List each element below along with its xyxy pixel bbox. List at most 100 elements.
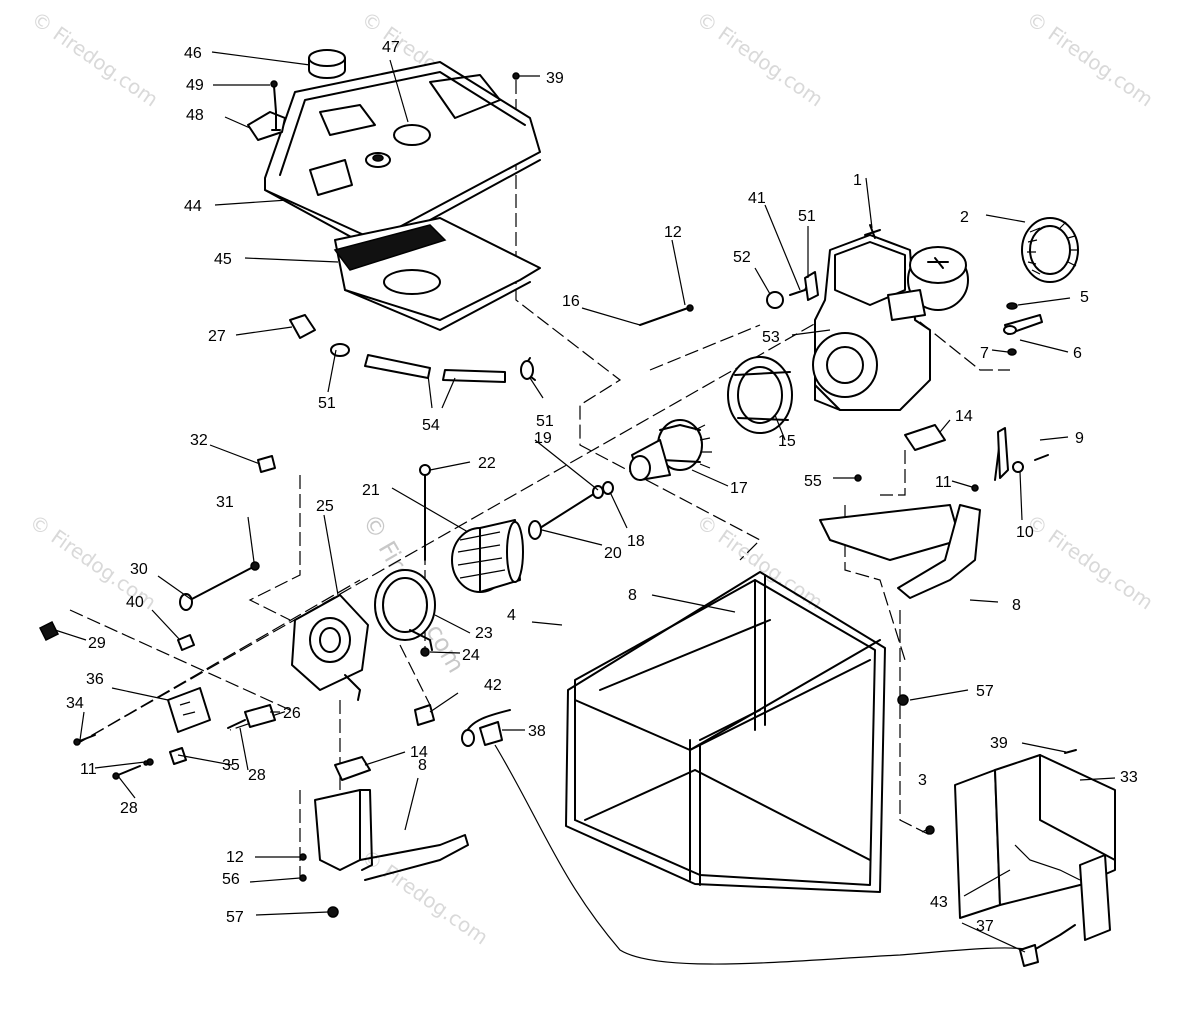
callout-11: 11 [935,474,952,491]
callout-12: 12 [226,849,244,866]
fan-housing [727,356,793,434]
callout-8: 8 [628,587,637,604]
washer [602,481,614,495]
callout-21: 21 [362,482,380,499]
callout-54: 54 [422,417,440,434]
receptacle [414,704,435,726]
fuel-tank [264,61,541,251]
callout-55: 55 [804,473,822,490]
rear-cover [167,687,211,733]
rotor [629,419,712,481]
callout-36: 36 [86,671,104,688]
callout-35: 35 [222,757,240,774]
callout-57: 57 [976,683,994,700]
callout-46: 46 [184,45,202,62]
callout-4: 4 [507,607,516,624]
through-bolt [539,489,601,529]
callout-7: 7 [980,345,989,362]
callout-57: 57 [226,909,244,926]
engine [812,224,969,411]
callout-15: 15 [778,433,796,450]
frame-foot-left [314,789,469,881]
watermark: © Firedog.com [1022,6,1158,111]
callout-28: 28 [248,767,266,784]
callout-25: 25 [316,498,334,515]
callouts: 1 2 3 4 5 6 7 8 8 8 9 10 11 11 12 12 14 … [66,39,1138,935]
nut [1006,302,1018,310]
callout-14: 14 [410,744,428,761]
stator [451,519,524,593]
callout-20: 20 [604,545,622,562]
power-cord [494,744,1031,965]
nut [250,561,260,571]
fitting [766,291,784,309]
callout-27: 27 [208,328,226,345]
connector [38,620,60,642]
callout-39: 39 [546,70,564,87]
callout-2: 2 [960,209,969,226]
callout-3: 3 [918,772,927,789]
screw [273,85,277,113]
callout-38: 38 [528,723,546,740]
cover-clip [169,747,187,765]
callout-22: 22 [478,455,496,472]
long-bolt [189,565,256,601]
callout-17: 17 [730,480,748,497]
callout-5: 5 [1080,289,1089,306]
callout-11: 11 [80,761,97,778]
control-box [954,754,1116,941]
callout-16: 16 [562,293,580,310]
callout-43: 43 [930,894,948,911]
callout-37: 37 [976,918,994,935]
callout-19: 19 [534,430,552,447]
diode [177,634,195,651]
washer [1007,348,1017,356]
brush-holder [244,704,276,728]
callout-52: 52 [733,249,751,266]
callout-47: 47 [382,39,400,56]
fuel-line-assembly [289,314,536,383]
clamp [804,271,819,301]
callout-40: 40 [126,594,144,611]
callout-33: 33 [1120,769,1138,786]
callout-28: 28 [120,800,138,817]
assembly-axis-lines [69,80,1010,880]
callout-39: 39 [990,735,1008,752]
callout-8: 8 [1012,597,1021,614]
callout-31: 31 [216,494,234,511]
callout-23: 23 [475,625,493,642]
callout-45: 45 [214,251,232,268]
callout-30: 30 [130,561,148,578]
callout-51: 51 [798,208,816,225]
mount-bracket [904,424,946,451]
washer [592,485,604,499]
rear-bearing-carrier [291,594,369,701]
frame [565,571,886,893]
callout-10: 10 [1016,524,1034,541]
callout-49: 49 [186,77,204,94]
callout-41: 41 [748,190,766,207]
watermark: © Firedog.com [1022,509,1158,614]
callout-53: 53 [762,329,780,346]
callout-6: 6 [1073,345,1082,362]
callout-8: 8 [418,757,427,774]
stator-ring [374,569,436,651]
callout-29: 29 [88,635,106,652]
callout-44: 44 [184,198,202,215]
callout-12: 12 [664,224,682,241]
watermark: © Firedog.com [27,6,163,111]
callout-48: 48 [186,107,204,124]
callout-26: 26 [283,705,301,722]
callout-32: 32 [190,432,208,449]
watermark: © Firedog.com [357,844,493,949]
callout-51: 51 [318,395,336,412]
callout-51: 51 [536,413,554,430]
watermark: © Firedog.com [692,6,828,111]
plug-lead [1024,924,1076,956]
callout-24: 24 [462,647,480,664]
tank-shield [333,217,541,331]
clip [257,455,276,473]
fuel-cap [308,49,346,79]
callout-14: 14 [955,408,973,425]
